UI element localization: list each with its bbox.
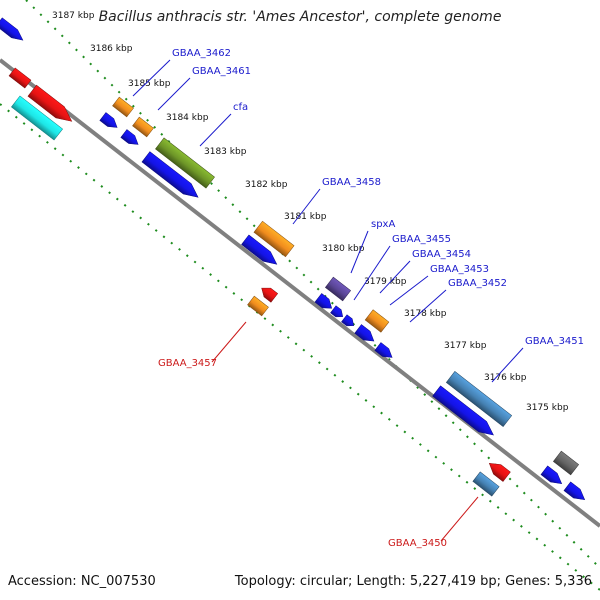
cds-feature[interactable]: [120, 129, 141, 149]
trna-feature[interactable]: [364, 309, 390, 333]
gene-label[interactable]: GBAA_3462: [172, 48, 231, 59]
rrna-feature[interactable]: [486, 459, 511, 482]
genome-summary-text: Topology: circular; Length: 5,227,419 bp…: [234, 574, 592, 589]
label-leader-line: [211, 321, 247, 363]
cds-feature[interactable]: [241, 234, 281, 269]
cds-feature[interactable]: [432, 385, 498, 440]
label-leader-line: [440, 496, 479, 542]
rrna-feature[interactable]: [8, 67, 32, 89]
cds-feature[interactable]: [341, 314, 357, 329]
tick-label: 3177 kbp: [444, 341, 487, 351]
rrna-feature[interactable]: [27, 84, 76, 127]
tick-label: 3182 kbp: [245, 180, 288, 190]
label-leader-line: [132, 59, 171, 97]
label-leader-line: [350, 230, 369, 274]
tick-label: 3185 kbp: [128, 79, 171, 89]
tick-label: 3181 kbp: [284, 212, 327, 222]
cds-feature[interactable]: [99, 112, 120, 132]
misc-feature[interactable]: [552, 450, 580, 476]
tick-label: 3176 kbp: [484, 373, 527, 383]
map-title: Bacillus anthracis str. 'Ames Ancestor',…: [98, 9, 502, 25]
gene-label[interactable]: GBAA_3455: [392, 234, 451, 245]
cds-feature[interactable]: [330, 305, 346, 320]
cds-feature[interactable]: [540, 465, 565, 488]
label-leader-line: [292, 188, 321, 225]
gene-label[interactable]: GBAA_3457: [158, 358, 217, 369]
tick-label: 3175 kbp: [526, 403, 569, 413]
trna-feature[interactable]: [132, 116, 154, 138]
gene-label[interactable]: GBAA_3458: [322, 177, 381, 188]
rrna-feature[interactable]: [258, 284, 279, 303]
cds-feature[interactable]: [141, 151, 202, 203]
trna-feature[interactable]: [112, 96, 134, 118]
spxa-feature[interactable]: [324, 276, 352, 302]
cds-feature[interactable]: [0, 17, 26, 44]
trna-feature[interactable]: [247, 295, 269, 317]
trna-feature[interactable]: [253, 220, 295, 258]
label-leader-line: [409, 289, 447, 323]
tick-label: 3187 kbp: [52, 11, 95, 21]
tick-label: 3184 kbp: [166, 113, 209, 123]
tick-label: 3186 kbp: [90, 44, 133, 54]
gene-label[interactable]: spxA: [371, 219, 395, 230]
inner-tick-guide: [0, 103, 600, 591]
tick-label: 3179 kbp: [364, 277, 407, 287]
accession-text: Accession: NC_007530: [8, 574, 156, 589]
cds-feature[interactable]: [445, 371, 513, 427]
gene-label[interactable]: GBAA_3454: [412, 249, 471, 260]
misc-feature[interactable]: [11, 95, 63, 141]
cds-feature[interactable]: [374, 342, 395, 362]
cds-feature[interactable]: [472, 471, 500, 497]
label-leader-line: [379, 260, 411, 294]
cds-feature[interactable]: [563, 481, 588, 504]
label-leader-line: [389, 275, 429, 306]
label-leader-line: [491, 347, 524, 383]
gene-label[interactable]: GBAA_3452: [448, 278, 507, 289]
gene-label[interactable]: GBAA_3450: [388, 538, 447, 549]
gene-label[interactable]: GBAA_3453: [430, 264, 489, 275]
tick-label: 3183 kbp: [204, 147, 247, 157]
outer-tick-guide: [25, 0, 600, 569]
tick-label: 3180 kbp: [322, 244, 365, 254]
gene-label[interactable]: GBAA_3451: [525, 336, 584, 347]
genome-backbone: [0, 58, 600, 528]
label-leader-line: [199, 113, 232, 147]
gene-label[interactable]: GBAA_3461: [192, 66, 251, 77]
label-leader-line: [157, 77, 191, 111]
label-leader-line: [353, 245, 391, 301]
cds-feature[interactable]: [354, 324, 378, 346]
tick-label: 3178 kbp: [404, 309, 447, 319]
gene-label[interactable]: cfa: [233, 102, 248, 113]
cds-feature[interactable]: [314, 293, 335, 312]
cfa-feature[interactable]: [155, 137, 215, 189]
